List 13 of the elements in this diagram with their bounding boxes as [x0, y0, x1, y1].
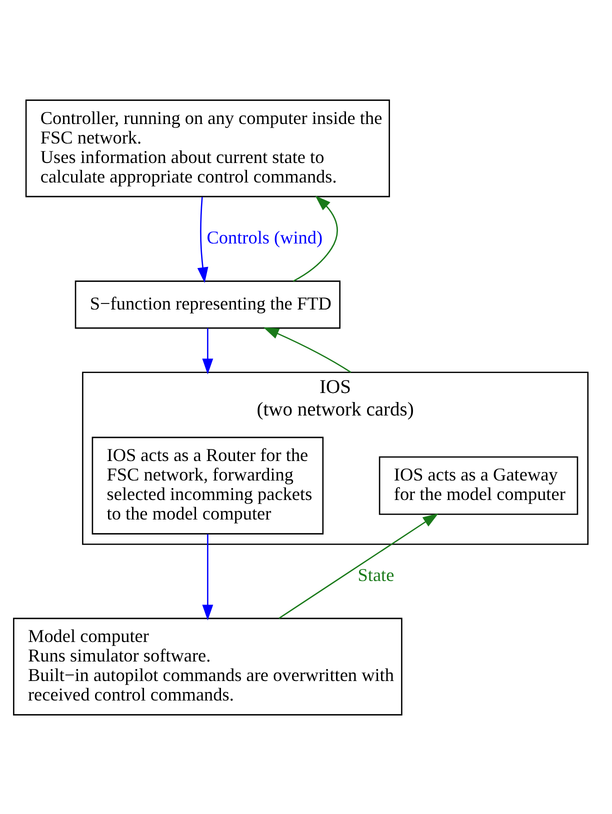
arrow [202, 328, 214, 374]
node-box: IOS acts as a Router for the FSC network, forwarding selected incomming packets to the model computer [92, 436, 324, 534]
edge-label: State [358, 564, 394, 584]
node-box: Model computer Runs simulator software. Built−in autopilot commands are overwritten with received control commands. [13, 617, 402, 715]
node-box: Controller, running on any computer inside the FSC network. Uses information about current state to calculate appropriate control commands. [25, 99, 390, 197]
arrow [263, 326, 352, 372]
edge-label: Controls (wind) [206, 227, 323, 248]
node-box: IOS acts as a Gateway for the model computer [378, 456, 578, 514]
arrow [278, 512, 438, 618]
node-box: S−function representing the FTD [74, 280, 340, 328]
arrow [202, 534, 214, 620]
arrow [197, 196, 208, 282]
arrow [292, 195, 338, 282]
